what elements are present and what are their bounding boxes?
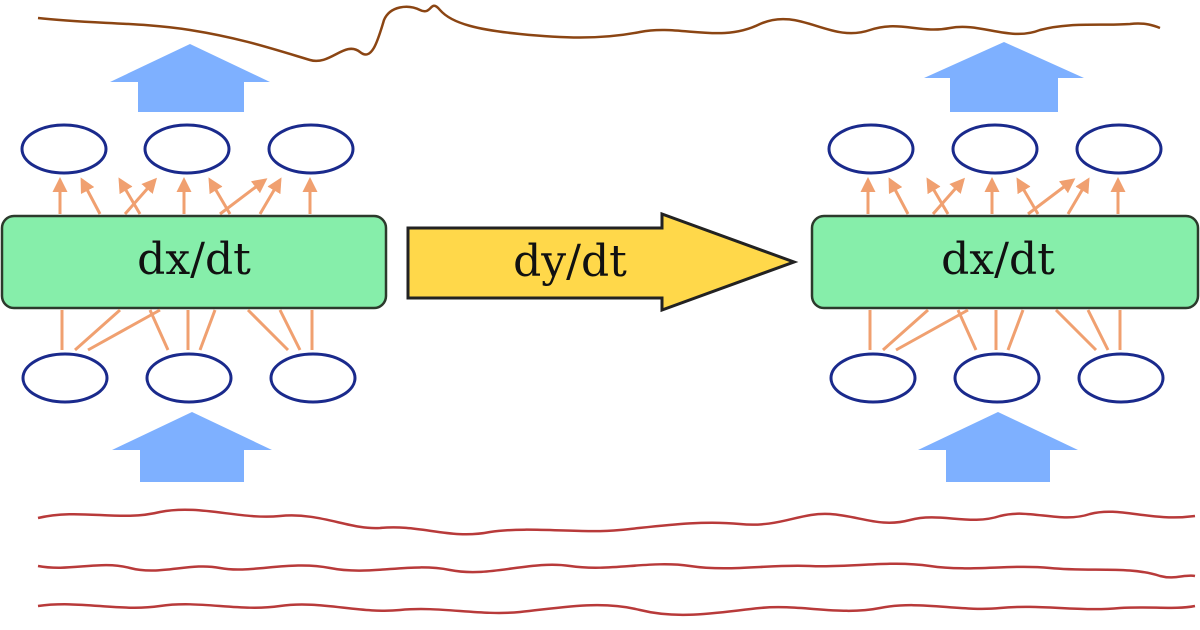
right-output-node-1 [827, 123, 915, 175]
middle-arrow: dy/dt [406, 211, 799, 313]
top-signal-trace [37, 4, 1161, 63]
bottom-signal-trace-1 [37, 508, 1196, 536]
middle-arrow-shape [406, 211, 799, 313]
right-output-node-3 [1075, 123, 1163, 175]
bottom-signal-trace-3 [37, 603, 1196, 617]
left-input-connections [60, 308, 314, 352]
right-input-node-3 [1077, 352, 1165, 404]
right-output-arrow [924, 42, 1084, 112]
right-input-connections [868, 308, 1122, 352]
right-block: dx/dt [810, 42, 1200, 482]
left-input-arrow [112, 412, 272, 482]
left-output-arrow [110, 44, 270, 112]
left-block: dx/dt [0, 44, 388, 482]
left-output-node-1 [20, 123, 108, 175]
right-derivative-box [810, 214, 1200, 310]
left-output-node-3 [267, 123, 355, 175]
left-input-node-3 [269, 352, 357, 404]
right-input-node-2 [953, 352, 1041, 404]
left-output-connections [52, 177, 318, 216]
right-input-arrow [918, 412, 1078, 482]
right-output-connections [860, 177, 1126, 216]
bottom-signal-trace-2 [37, 562, 1196, 579]
left-output-node-2 [143, 123, 231, 175]
right-derivative-label: dx/dt [941, 234, 1055, 285]
left-input-node-1 [21, 352, 109, 404]
left-derivative-box [0, 214, 388, 310]
right-input-node-1 [829, 352, 917, 404]
left-input-node-2 [145, 352, 233, 404]
right-output-node-2 [951, 123, 1039, 175]
middle-arrow-label: dy/dt [513, 236, 627, 287]
left-derivative-label: dx/dt [137, 234, 251, 285]
